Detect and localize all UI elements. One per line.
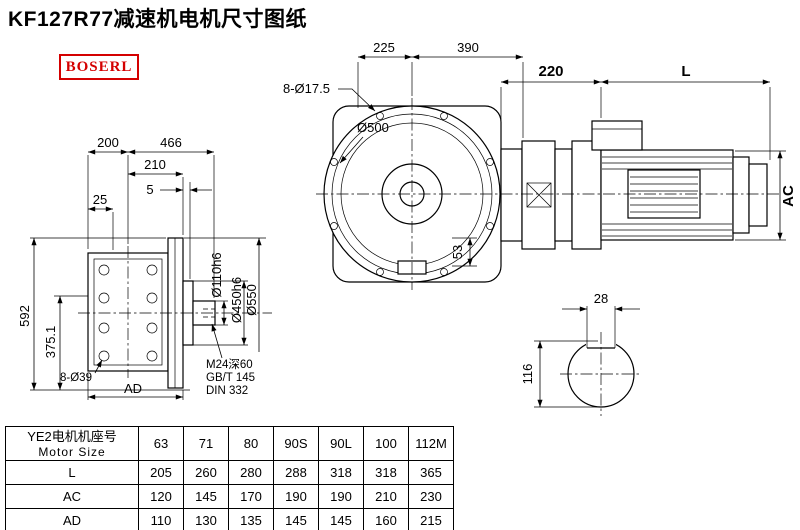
cell-AD-100: 160 — [363, 508, 409, 530]
table-header-motor-size: YE2电机机座号 Motor Size — [5, 426, 139, 461]
motor-dimensions: 220 L AC — [500, 63, 797, 241]
col-header-63: 63 — [138, 426, 184, 461]
technical-drawing: 225 390 8-Ø17.5 Ø500 53 220 L AC — [17, 40, 797, 416]
shaft-section-view: 28 116 — [520, 291, 642, 416]
cell-L-100: 318 — [363, 460, 409, 485]
dim-label-116: 116 — [520, 364, 535, 385]
dim-label-200: 200 — [97, 135, 119, 150]
note-thread: M24深60 — [206, 357, 253, 371]
flange-outer-circle — [323, 105, 501, 283]
cell-L-71: 260 — [183, 460, 229, 485]
cell-AD-90S: 145 — [273, 508, 319, 530]
dim-label-220: 220 — [538, 63, 563, 80]
side-dimensions: 200 466 210 5 25 592 375.1 — [17, 135, 266, 400]
page-title: KF127R77减速机电机尺寸图纸 — [8, 8, 308, 31]
dim-label-dia110: Ø110h6 — [209, 252, 224, 297]
dim-label-AC: AC — [780, 185, 797, 207]
brand-logo-text: BOSERL — [65, 58, 133, 75]
dim-label-dia550: Ø550 — [244, 284, 259, 316]
front-dimensions: 225 390 8-Ø17.5 Ø500 53 — [283, 40, 524, 267]
front-view — [323, 98, 502, 290]
dim-label-390: 390 — [457, 40, 479, 55]
col-header-71: 71 — [183, 426, 229, 461]
note-standard-din: DIN 332 — [206, 385, 248, 397]
cell-AC-100: 210 — [363, 484, 409, 509]
note-standard-gb: GB/T 145 — [206, 372, 255, 384]
table-row-AC: AC 120 145 170 190 190 210 230 — [5, 484, 454, 509]
fan-cover — [748, 163, 768, 227]
col-header-112M: 112M — [408, 426, 454, 461]
mounting-bolt-holes — [98, 264, 158, 362]
dim-label-53: 53 — [450, 245, 465, 259]
cell-AD-71: 130 — [183, 508, 229, 530]
dim-label-225: 225 — [373, 40, 395, 55]
dim-label-dia450: Ø450h6 — [229, 277, 244, 323]
flange-bolt-holes — [330, 112, 494, 276]
terminal-box — [591, 120, 643, 151]
cell-AC-63: 120 — [138, 484, 184, 509]
row-label-AC: AC — [5, 484, 139, 509]
cell-AC-80: 170 — [228, 484, 274, 509]
cell-AC-90L: 190 — [318, 484, 364, 509]
col-header-100: 100 — [363, 426, 409, 461]
cell-L-90L: 318 — [318, 460, 364, 485]
dim-label-466: 466 — [160, 135, 182, 150]
cell-AC-71: 145 — [183, 484, 229, 509]
dim-label-dia500: Ø500 — [357, 120, 389, 135]
dimension-table: YE2电机机座号 Motor Size 63 71 80 90S 90L 100… — [5, 426, 454, 530]
col-header-90L: 90L — [318, 426, 364, 461]
table-header-row: YE2电机机座号 Motor Size 63 71 80 90S 90L 100… — [5, 426, 454, 461]
dim-label-375: 375.1 — [43, 326, 58, 359]
cell-AD-63: 110 — [138, 508, 184, 530]
dim-label-foot-holes: 8-Ø39 — [60, 372, 92, 384]
dim-label-28: 28 — [594, 291, 608, 306]
table-row-AD: AD 110 130 135 145 145 160 215 — [5, 508, 454, 530]
cell-AD-80: 135 — [228, 508, 274, 530]
row-label-L: L — [5, 460, 139, 485]
col-header-80: 80 — [228, 426, 274, 461]
adapter-section — [500, 140, 602, 250]
cell-L-112M: 365 — [408, 460, 454, 485]
dim-label-25: 25 — [93, 192, 107, 207]
brand-logo: BOSERL — [59, 54, 139, 80]
cell-AC-112M: 230 — [408, 484, 454, 509]
dim-label-AD: AD — [124, 381, 142, 396]
table-row-L: L 205 260 280 288 318 318 365 — [5, 460, 454, 485]
dim-label-bolt-holes: 8-Ø17.5 — [283, 81, 330, 96]
cell-AD-90L: 145 — [318, 508, 364, 530]
motor-size-label-cn: YE2电机机座号 — [27, 428, 117, 444]
dim-label-5: 5 — [146, 182, 153, 197]
col-header-90S: 90S — [273, 426, 319, 461]
dim-label-592: 592 — [17, 305, 32, 327]
motor-view — [591, 120, 768, 241]
cell-L-80: 280 — [228, 460, 274, 485]
motor-rear-cap — [732, 156, 750, 234]
row-label-AD: AD — [5, 508, 139, 530]
motor-size-label-en: Motor Size — [38, 444, 106, 459]
dim-label-210: 210 — [144, 157, 166, 172]
cell-AD-112M: 215 — [408, 508, 454, 530]
cell-L-90S: 288 — [273, 460, 319, 485]
dim-label-L: L — [681, 63, 690, 80]
cell-L-63: 205 — [138, 460, 184, 485]
cell-AC-90S: 190 — [273, 484, 319, 509]
side-view — [78, 237, 272, 389]
